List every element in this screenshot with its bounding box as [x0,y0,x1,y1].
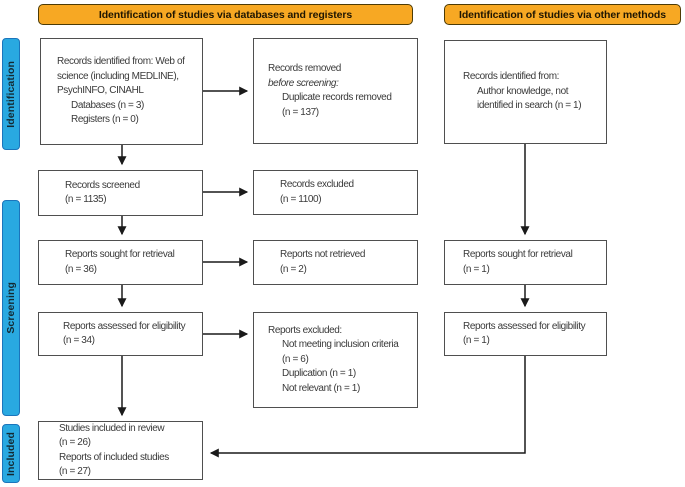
header-databases-registers: Identification of studies via databases … [38,4,413,25]
text-line: Duplicate records removed [282,92,392,103]
text-line: Not relevant (n = 1) [282,382,360,394]
box-records-identified-other: Records identified from: Author knowledg… [444,40,607,144]
header-other-methods: Identification of studies via other meth… [444,4,681,25]
box-records-removed: Records removed before screening: Duplic… [253,38,418,144]
text-line: identified in search (n = 1) [477,100,582,112]
text-line: (n = 1) [463,335,490,346]
text-line: Not meeting inclusion criteria [282,339,399,351]
stage-label-included: Included [2,424,20,483]
text-line: Reports excluded: [268,324,342,336]
text-line: Records identified from: [463,71,560,83]
text-line: Records removed [268,63,341,74]
box-reports-sought: Reports sought for retrieval (n = 36) [38,240,203,285]
text-line: Author knowledge, not [477,85,569,97]
text-line: Databases (n = 3) [71,99,144,111]
text-line: (n = 26) [59,437,91,448]
box-records-excluded: Records excluded (n = 1100) [253,170,418,215]
box-reports-assessed: Reports assessed for eligibility (n = 34… [38,312,203,356]
text-line: (n = 27) [59,466,91,477]
text-line: (n = 36) [65,263,97,275]
stage-label-identification: Identification [2,38,20,150]
box-other-reports-assessed: Reports assessed for eligibility (n = 1) [444,312,607,356]
text-line: Duplication (n = 1) [282,368,356,380]
stage-label-identification-text: Identification [5,60,17,128]
stage-label-screening: Screening [2,200,20,416]
box-other-reports-sought: Reports sought for retrieval (n = 1) [444,240,607,285]
text-line: Reports of included studies [59,451,169,463]
box-reports-not-retrieved: Reports not retrieved (n = 2) [253,240,418,285]
text-line: Records excluded [280,179,354,190]
text-line: PsychINFO, CINAHL [57,85,144,97]
text-line: (n = 34) [63,335,95,346]
text-line: Studies included in review [59,422,165,434]
stage-label-screening-text: Screening [5,282,17,334]
stage-label-included-text: Included [5,431,17,476]
text-line: science (including MEDLINE), [57,70,179,82]
text-line: before screening: [268,77,339,89]
text-line: Reports sought for retrieval [463,249,573,260]
text-line: Reports not retrieved [280,249,365,260]
text-line: Reports sought for retrieval [65,249,175,260]
text-line: (n = 1) [463,263,490,275]
text-line: (n = 1135) [65,194,107,205]
text-line: Records identified from: Web of [57,56,185,68]
box-studies-included: Studies included in review (n = 26) Repo… [38,421,203,480]
text-line: (n = 137) [282,106,319,118]
text-line: (n = 6) [282,353,309,365]
text-line: (n = 2) [280,263,307,275]
text-line: (n = 1100) [280,193,322,205]
text-line: Registers (n = 0) [71,114,139,126]
text-line: Records screened [65,179,140,191]
box-records-screened: Records screened (n = 1135) [38,170,203,216]
text-line: Reports assessed for eligibility [63,320,186,332]
box-reports-excluded: Reports excluded: Not meeting inclusion … [253,312,418,408]
box-records-identified-databases: Records identified from: Web of science … [40,38,203,145]
text-line: Reports assessed for eligibility [463,320,586,332]
